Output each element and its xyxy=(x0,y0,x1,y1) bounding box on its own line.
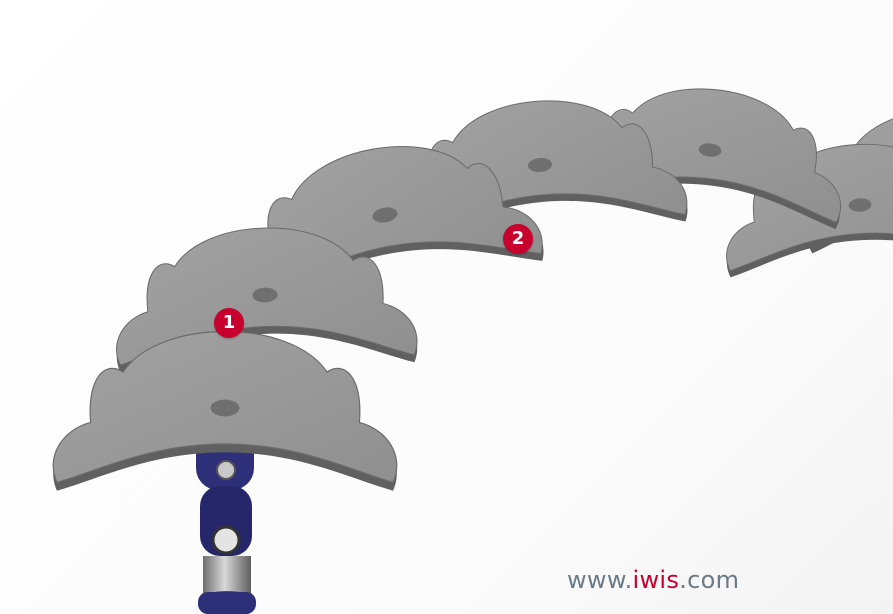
website-address: www.iwis.com xyxy=(567,566,739,594)
website-prefix: www. xyxy=(567,566,633,594)
roller-chain xyxy=(196,430,256,614)
callout-marker-2: 2 xyxy=(503,224,533,254)
website-brand: iwis xyxy=(632,566,680,594)
website-suffix: .com xyxy=(679,566,740,594)
callout-marker-1: 1 xyxy=(214,308,244,338)
